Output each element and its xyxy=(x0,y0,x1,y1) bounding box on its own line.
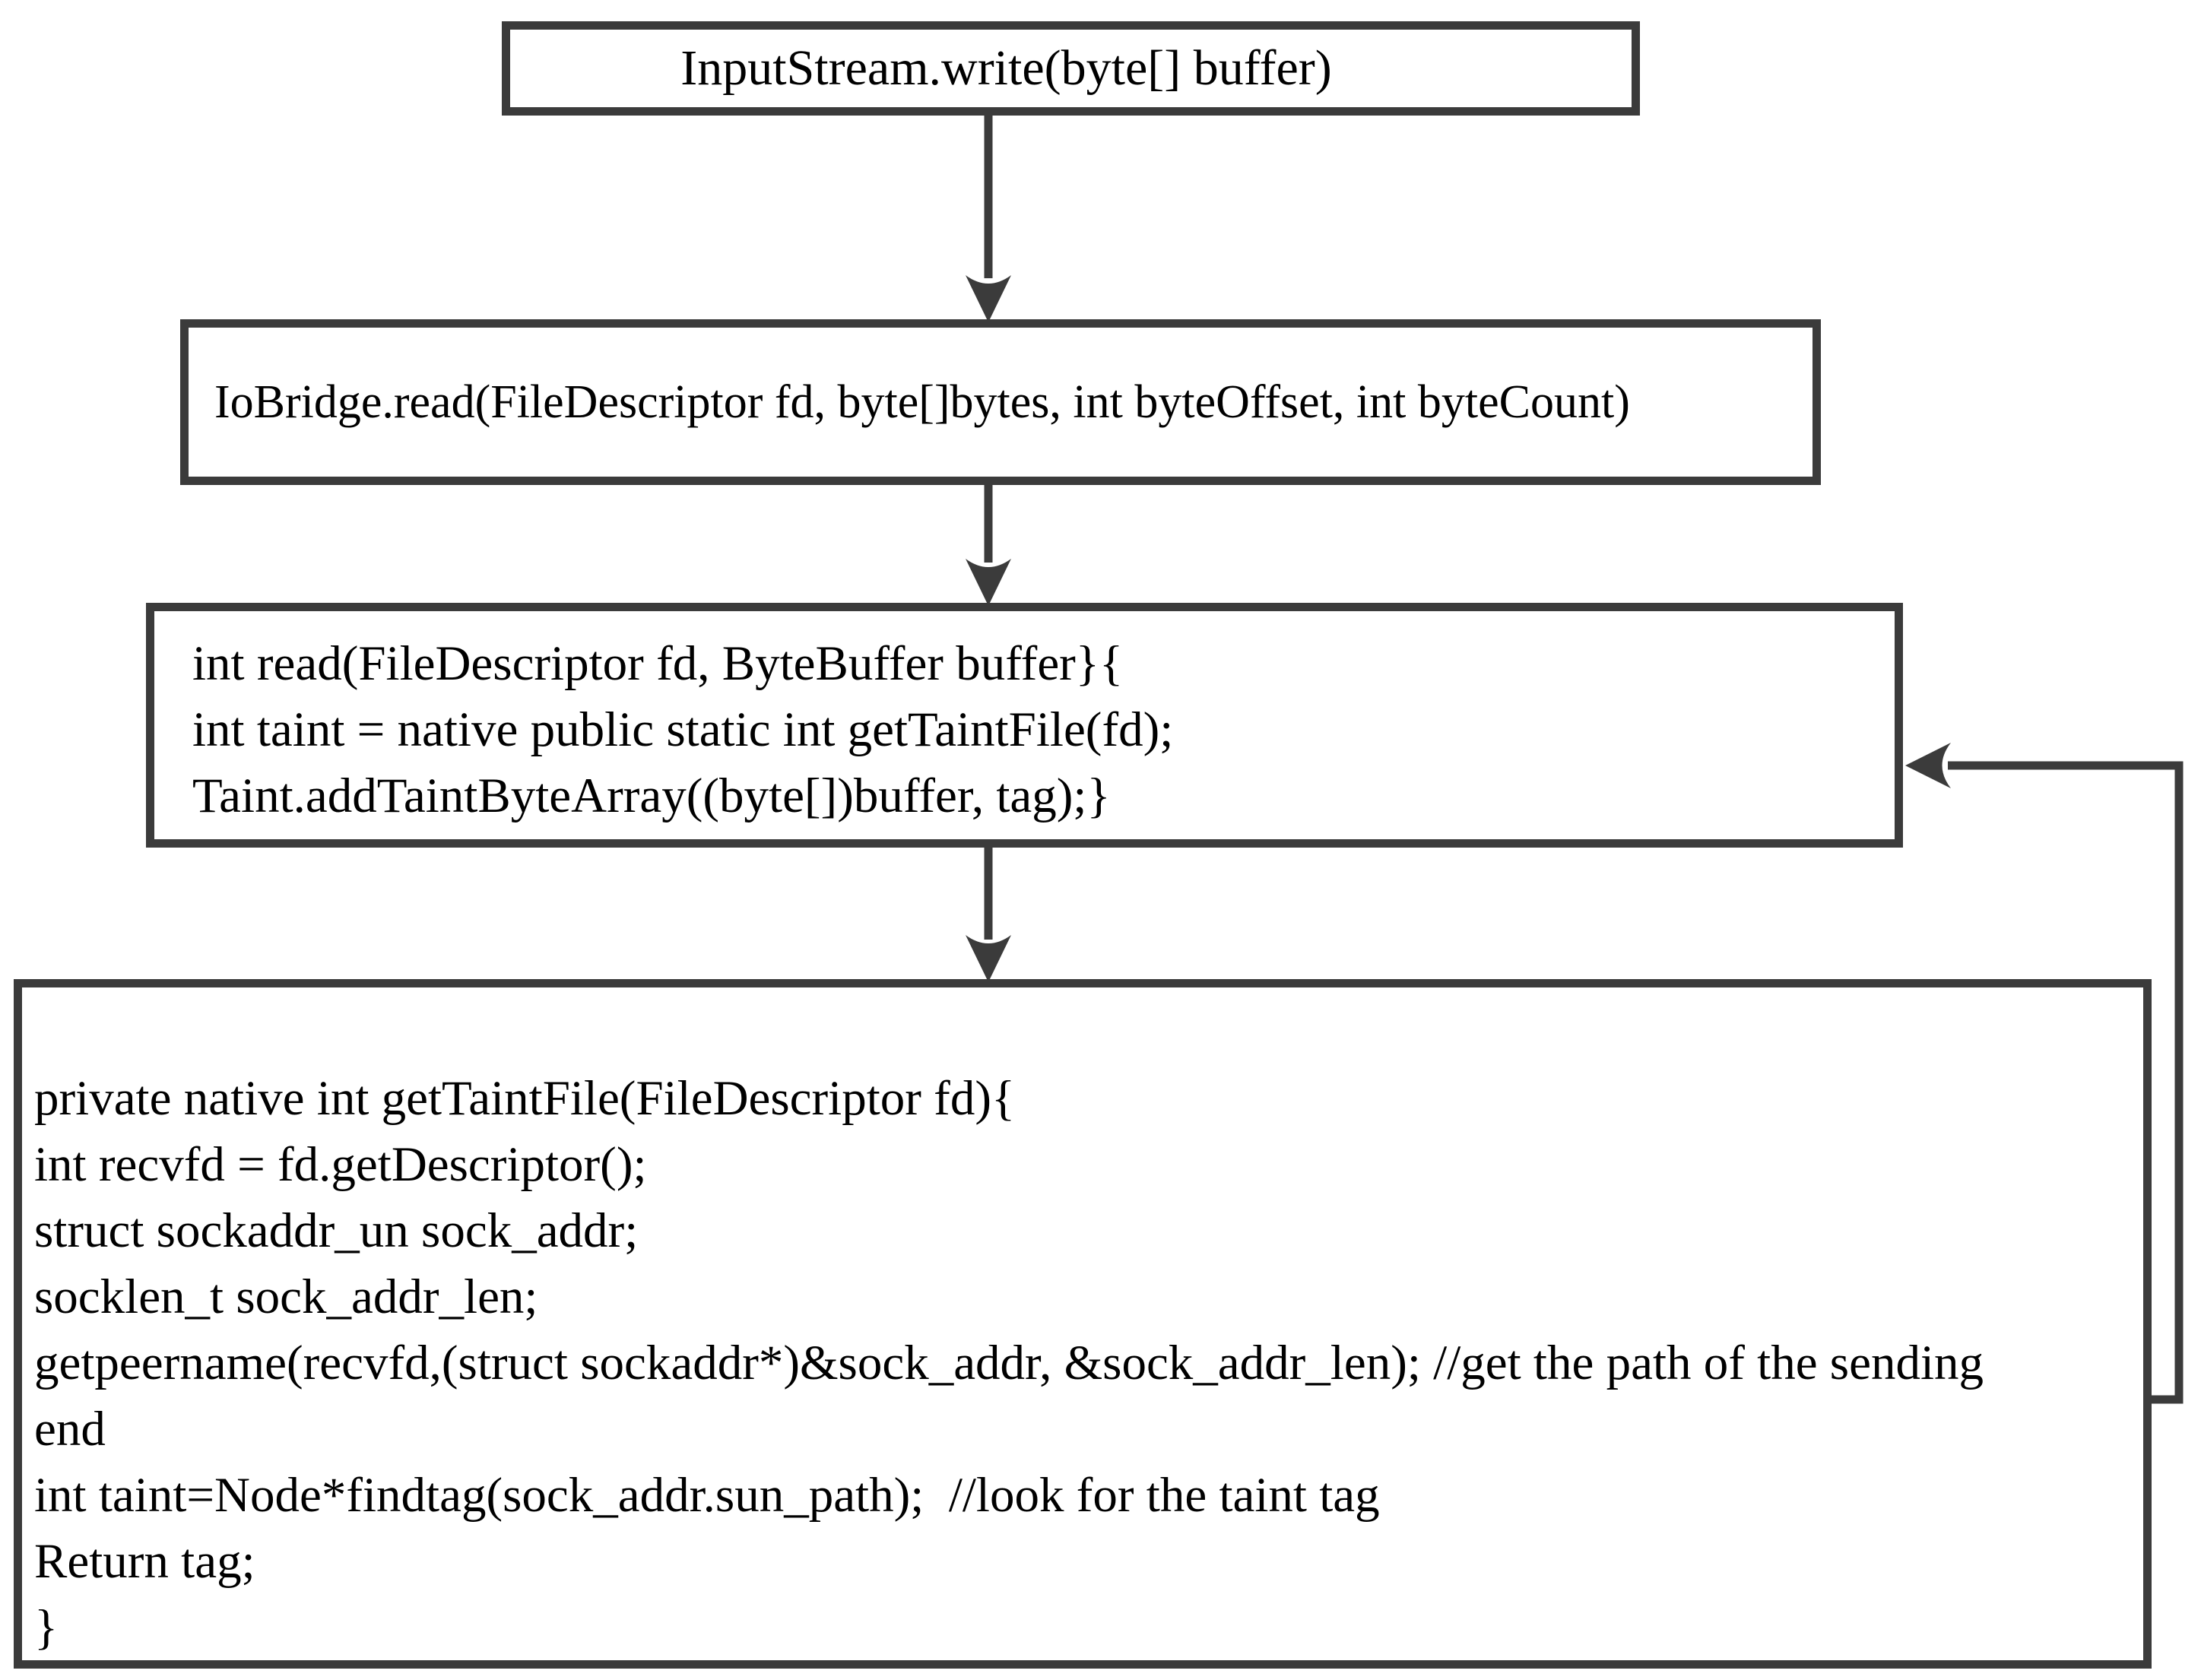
feedback-arrow-head xyxy=(1905,743,1951,788)
node-text: InputStream.write(byte[] buffer) xyxy=(680,40,1332,96)
code-line: int recvfd = fd.getDescriptor(); xyxy=(34,1137,647,1192)
flow-node-read-addtaint: int read(FileDescriptor fd, ByteBuffer b… xyxy=(146,603,1903,848)
arrow-down-1-head xyxy=(966,275,1011,322)
code-line: Return tag; xyxy=(34,1534,255,1589)
code-line: int read(FileDescriptor fd, ByteBuffer b… xyxy=(192,636,1124,691)
code-line: struct sockaddr_un sock_addr; xyxy=(34,1203,639,1258)
arrow-down-3-head xyxy=(966,935,1011,982)
code-line: int taint=Node*findtag(sock_addr.sun_pat… xyxy=(34,1468,1380,1523)
arrow-down-2-head xyxy=(966,559,1011,606)
flow-node-inputstream-write: InputStream.write(byte[] buffer) xyxy=(502,21,1640,116)
code-line: end xyxy=(34,1402,106,1457)
code-line: getpeername(recvfd,(struct sockaddr*)&so… xyxy=(34,1336,1984,1390)
flow-node-gettaintfile-native: private native int getTaintFile(FileDesc… xyxy=(14,979,2152,1669)
flow-node-iobridge-read: IoBridge.read(FileDescriptor fd, byte[]b… xyxy=(180,319,1821,485)
code-line: } xyxy=(34,1600,59,1655)
node-text: IoBridge.read(FileDescriptor fd, byte[]b… xyxy=(214,376,1630,428)
code-line: int taint = native public static int get… xyxy=(192,702,1174,757)
code-line: private native int getTaintFile(FileDesc… xyxy=(34,1071,1016,1126)
code-line: socklen_t sock_addr_len; xyxy=(34,1270,538,1324)
code-line: Taint.addTaintByteArray((byte[])buffer, … xyxy=(192,769,1111,823)
